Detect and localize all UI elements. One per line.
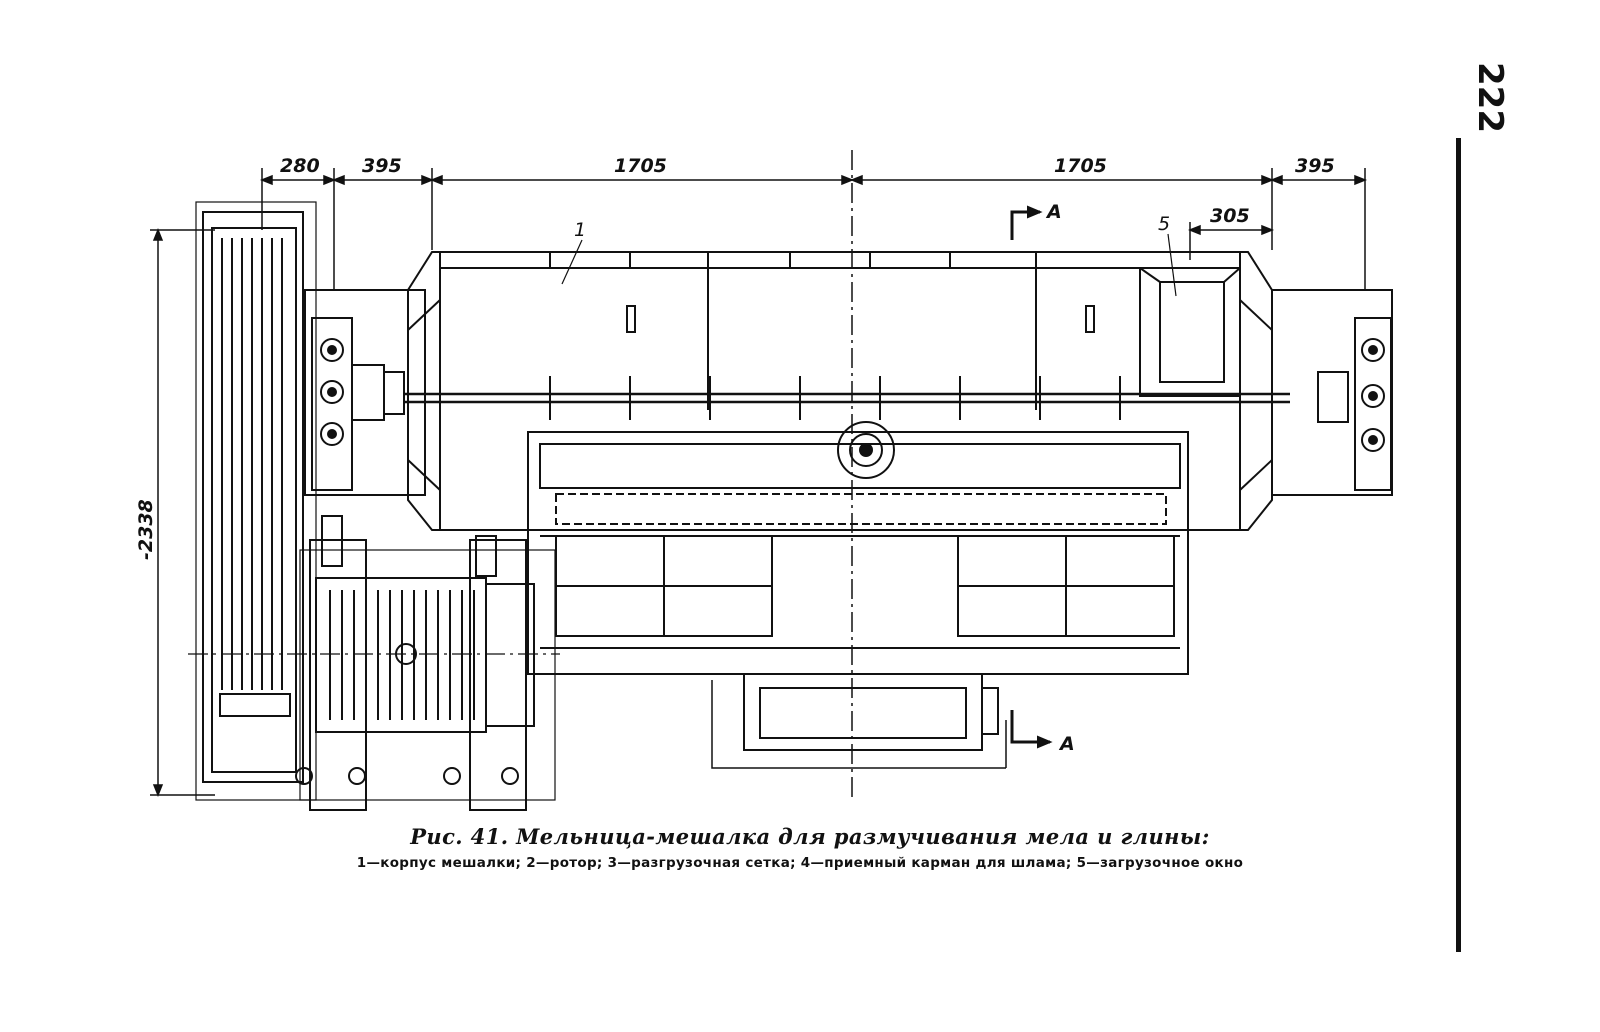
page-edge-rule	[1456, 138, 1461, 952]
part-label-5: 5	[1158, 213, 1170, 235]
dim-280: 280	[280, 155, 320, 177]
electric-motor	[188, 515, 560, 811]
part-callouts: 1 5	[561, 213, 1177, 297]
dim-305: 305	[1210, 205, 1250, 227]
dim-395-left: 395	[362, 155, 402, 177]
top-dimensions	[259, 150, 1368, 800]
left-bearing	[304, 289, 426, 496]
dim-395-right: 395	[1295, 155, 1335, 177]
figure-caption-legend: 1—корпус мешалки; 2—ротор; 3—разгрузочна…	[356, 855, 1244, 871]
section-label-bottom: A	[1058, 733, 1075, 755]
dim-1705-left: 1705	[614, 155, 667, 177]
section-label-top: A	[1045, 201, 1062, 223]
part-label-1: 1	[574, 219, 586, 241]
discharge-screen	[527, 421, 1189, 675]
drive-pulley	[195, 201, 317, 801]
dim-1705-right: 1705	[1054, 155, 1107, 177]
loading-window	[1139, 267, 1241, 397]
dim-2338: -2338	[135, 499, 157, 560]
figure-caption-title: Рис. 41. Мельница-мешалка для размучиван…	[410, 824, 1210, 849]
section-mark-top: A	[1010, 201, 1062, 240]
sludge-pocket	[711, 673, 1007, 769]
dimension-labels: 280 395 1705 1705 395 305	[280, 155, 1335, 227]
right-bearing	[1271, 289, 1393, 496]
page-number: 222	[1470, 62, 1510, 133]
section-mark-bottom: A	[1010, 710, 1075, 755]
height-dimension: -2338	[135, 227, 215, 798]
